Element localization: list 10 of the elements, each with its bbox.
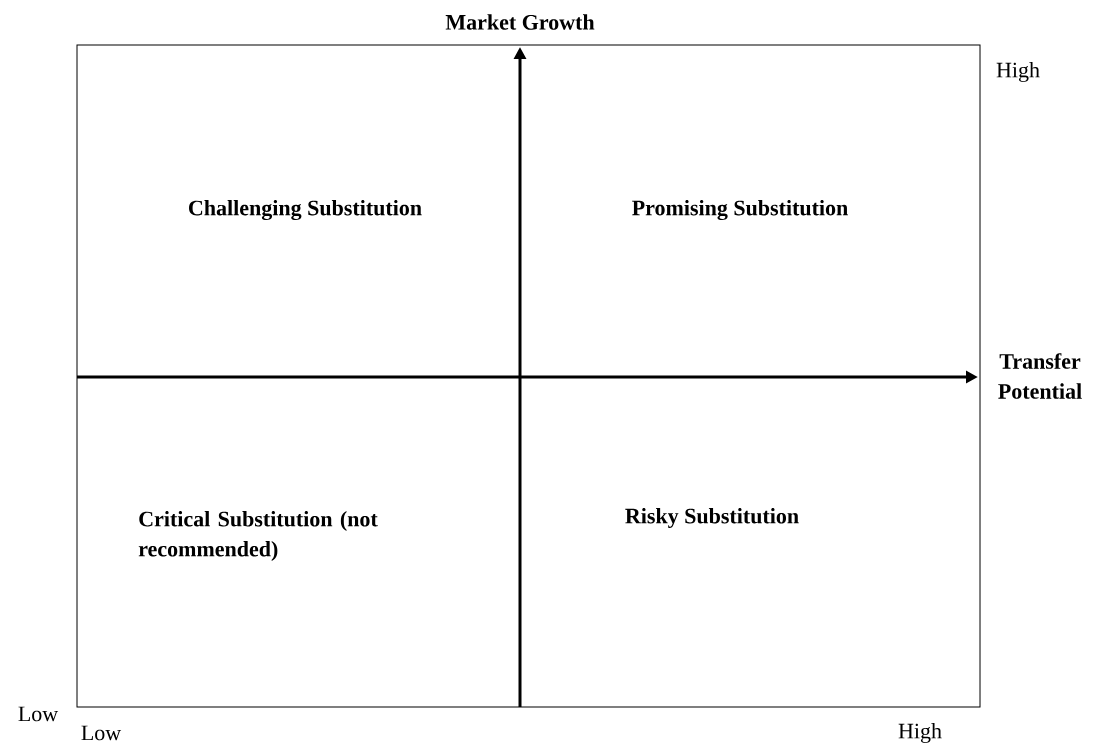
quadrant-label: Challenging Substitution xyxy=(189,199,422,221)
scale-label: High xyxy=(996,62,1040,82)
axis-title: Market Growth xyxy=(445,14,595,30)
axis-title: Transfer Potential xyxy=(998,353,1082,399)
quadrant-label: Risky Substitution xyxy=(625,508,799,528)
quadrant-label: Promising Substitution xyxy=(632,199,848,221)
quadrant-label: Critical Substitution (not recommended) xyxy=(138,511,378,561)
scale-label: High xyxy=(898,723,942,743)
scale-label: Low xyxy=(18,706,59,722)
scale-label: Low xyxy=(81,725,122,741)
